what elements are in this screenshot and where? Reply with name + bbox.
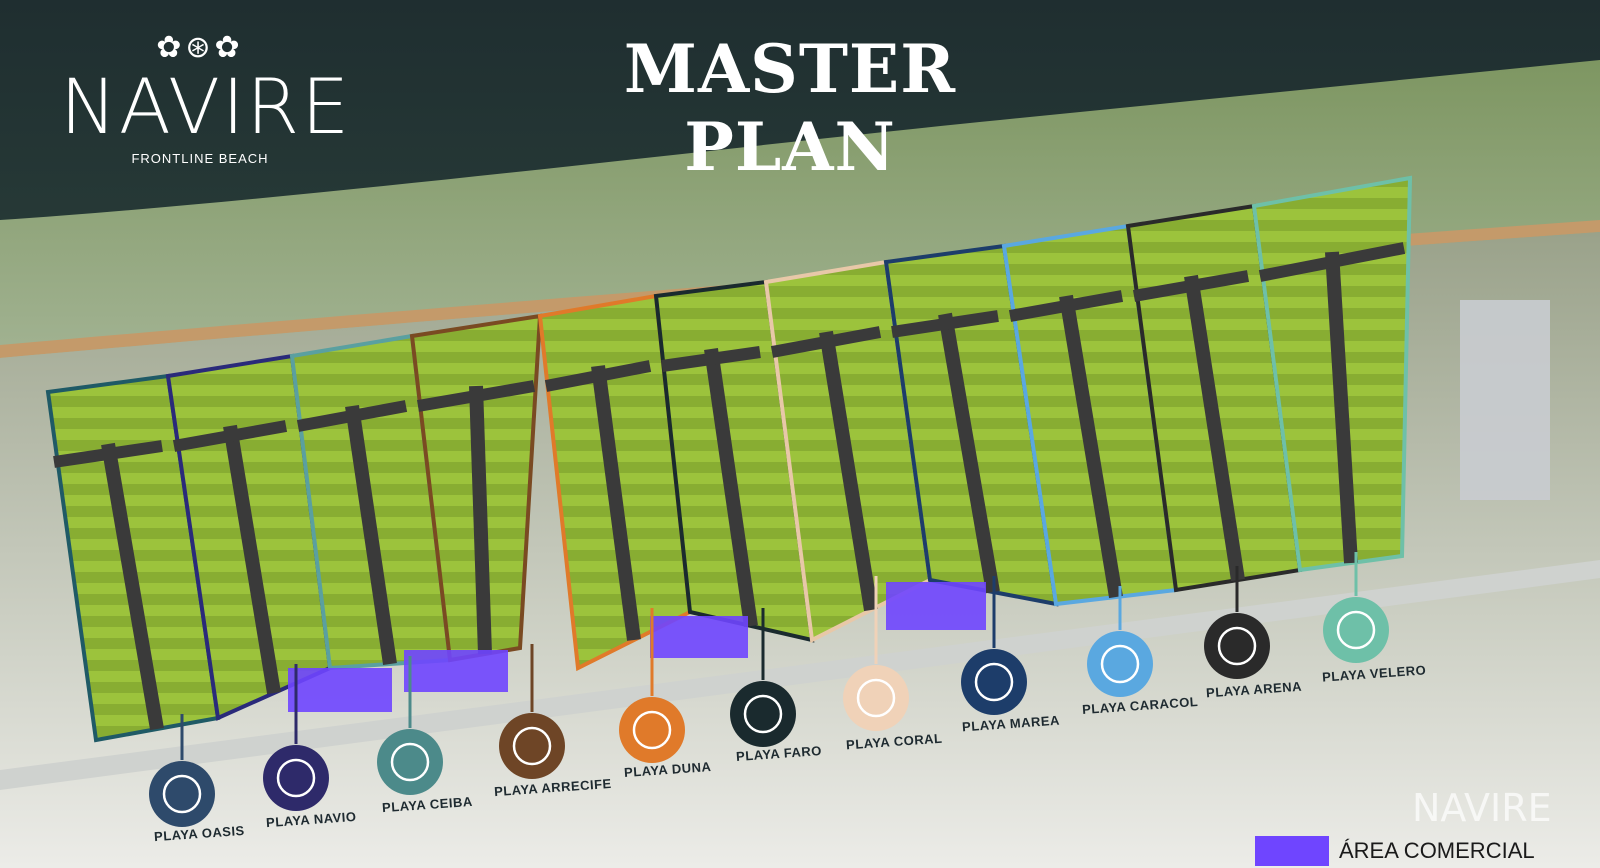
cross-road — [1008, 290, 1124, 322]
internal-road — [101, 442, 164, 731]
coral-icon[interactable] — [843, 665, 909, 731]
brand-logo: ✿⊛✿ NAVIRE FRONTLINE BEACH — [60, 30, 352, 166]
marker-glyph — [512, 726, 552, 766]
brand-name: NAVIRE — [60, 62, 352, 151]
internal-road — [591, 365, 641, 641]
cross-road — [1258, 242, 1406, 282]
sand-icon[interactable] — [1204, 613, 1270, 679]
coral-reef-icon[interactable] — [499, 713, 565, 779]
zone-markers — [149, 597, 1389, 827]
shell-icon[interactable] — [1087, 631, 1153, 697]
internal-road — [938, 312, 1000, 594]
commercial-area[interactable] — [650, 616, 748, 658]
marker-glyph — [632, 710, 672, 750]
tree-icon[interactable] — [377, 729, 443, 795]
dune-icon[interactable] — [619, 697, 685, 763]
shallow-water — [0, 60, 1600, 360]
internal-road — [1184, 274, 1245, 582]
marker-glyph — [974, 662, 1014, 702]
cross-road — [1132, 270, 1250, 302]
commercial-area[interactable] — [404, 650, 508, 692]
legend: ÁREA COMERCIAL — [1255, 836, 1535, 866]
cross-road — [661, 346, 761, 372]
legend-swatch — [1255, 836, 1329, 866]
internal-road — [819, 330, 878, 612]
parcel-zone[interactable] — [1251, 175, 1413, 573]
commercial-area[interactable] — [288, 668, 392, 712]
marker-glyph — [1336, 610, 1376, 650]
lighthouse-icon[interactable] — [730, 681, 796, 747]
marker-glyph — [1100, 644, 1140, 684]
marker-glyph — [276, 758, 316, 798]
cross-road — [53, 440, 163, 468]
cross-road — [296, 400, 408, 432]
internal-road — [1059, 294, 1123, 599]
legend-label: ÁREA COMERCIAL — [1339, 838, 1535, 863]
commercial-area[interactable] — [886, 582, 986, 630]
marker-glyph — [390, 742, 430, 782]
brand-tagline: FRONTLINE BEACH — [131, 151, 269, 166]
cross-road — [544, 360, 652, 392]
logo-emblem-icon: ✿⊛✿ — [156, 30, 244, 65]
marker-glyph — [1217, 626, 1257, 666]
zone-connectors — [180, 552, 1358, 760]
cross-road — [891, 310, 999, 338]
anchor-icon[interactable] — [263, 745, 329, 811]
sailboat-icon[interactable] — [1323, 597, 1389, 663]
parcels-layer — [45, 175, 1413, 743]
cross-road — [172, 420, 288, 452]
neighbor-building — [1460, 300, 1550, 500]
marker-glyph — [856, 678, 896, 718]
palm-tree-icon[interactable] — [149, 761, 215, 827]
commercial-areas — [288, 582, 986, 712]
cross-road — [416, 380, 536, 412]
watermark: NAVIRE — [1412, 786, 1552, 830]
internal-road — [704, 347, 758, 628]
marker-glyph — [743, 694, 783, 734]
internal-road — [469, 385, 492, 655]
page-title: MASTER PLAN — [623, 30, 957, 186]
marker-glyph — [162, 774, 202, 814]
wave-icon[interactable] — [961, 649, 1027, 715]
internal-road — [345, 404, 397, 666]
cross-road — [770, 326, 882, 358]
internal-road — [1325, 251, 1358, 564]
internal-road — [223, 424, 281, 695]
